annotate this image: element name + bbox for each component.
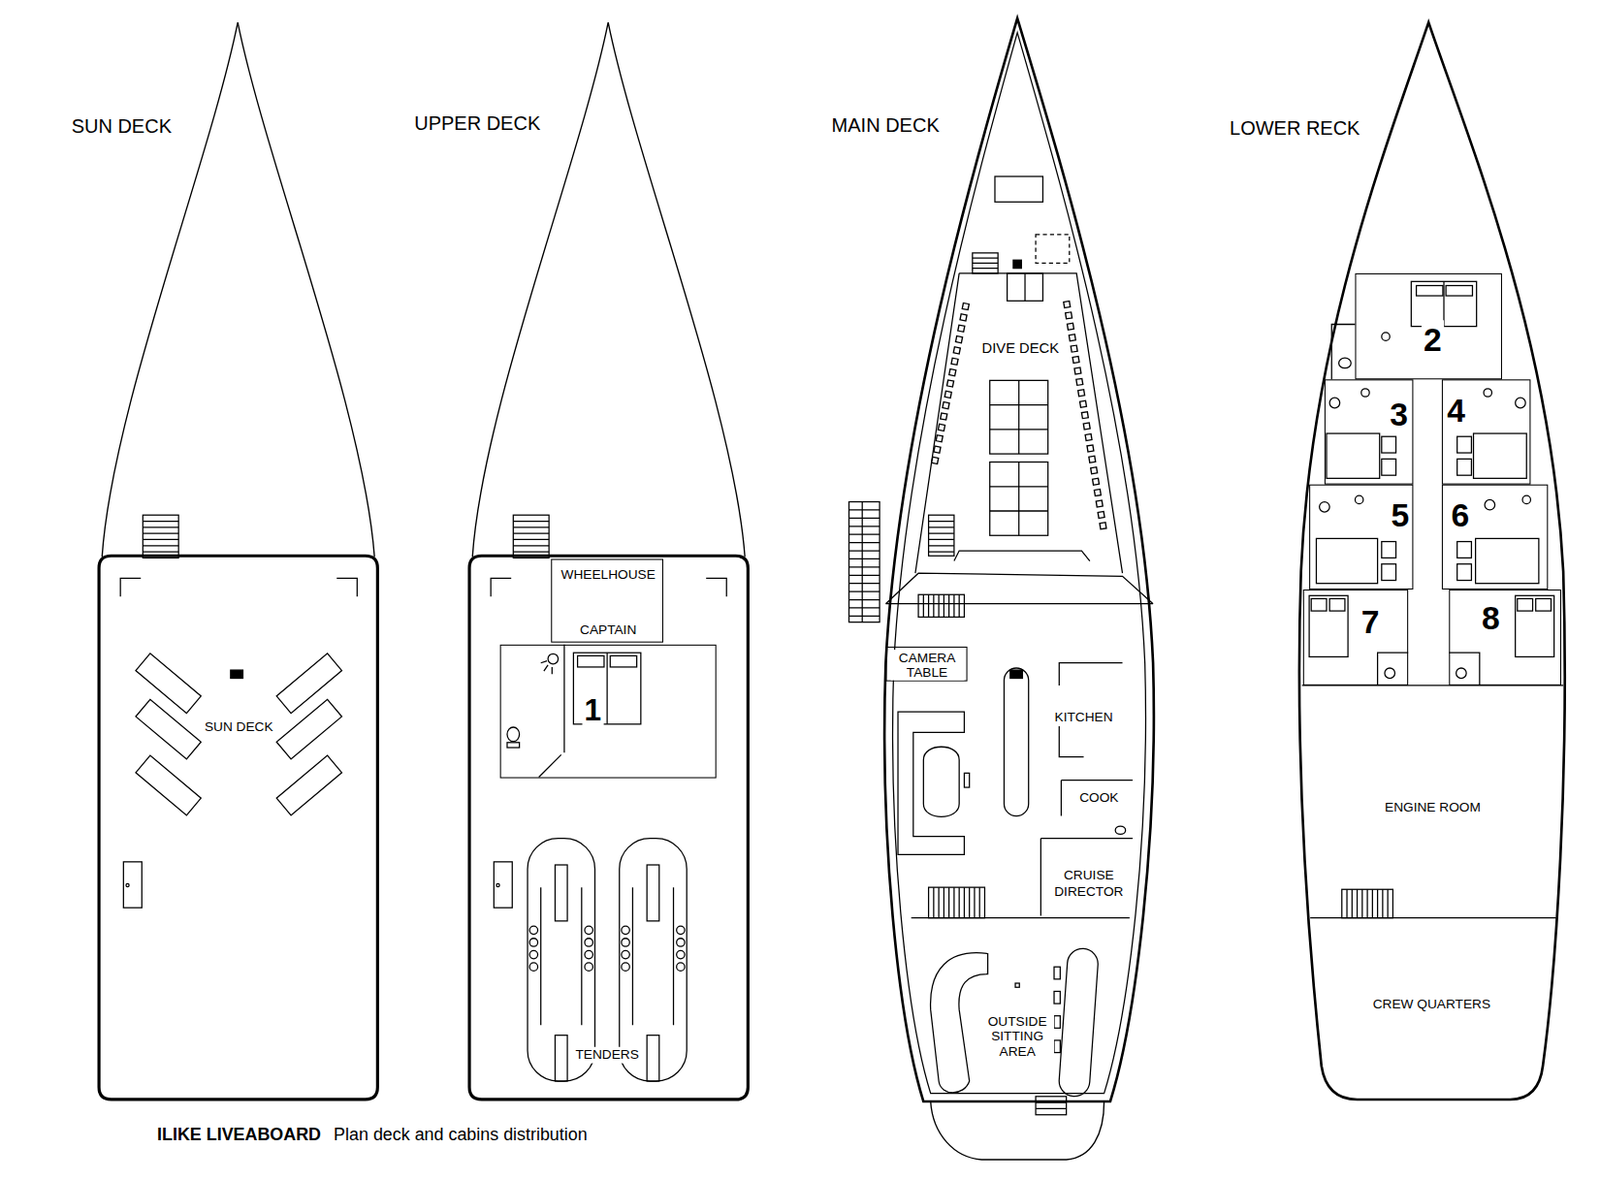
area-label: DIVE DECK [979, 339, 1061, 357]
hull-outline [1290, 18, 1571, 1105]
wheelhouse-box: WHEELHOUSE CAPTAIN [550, 558, 664, 642]
text-slot: CRUISE DIRECTOR [1045, 866, 1133, 900]
text-slot: 2 [1421, 320, 1444, 365]
text-slot: 7 [1359, 603, 1382, 648]
cabin-box: 7 [1303, 589, 1408, 686]
kitchen-area: KITCHEN [1058, 663, 1133, 781]
engine-room: ENGINE ROOM [1311, 685, 1557, 919]
deck-hull: SUN DECKSUN DECK [98, 22, 378, 1101]
text-slot: ENGINE ROOM [1382, 798, 1483, 816]
hull-line [469, 555, 748, 1100]
text-slot: 4 [1444, 391, 1468, 437]
hull-outline [877, 15, 1164, 1163]
text-slot: ILIKE LIVEABOARD [155, 1124, 323, 1146]
text-slot: COOK [1077, 789, 1121, 807]
dive-deck-area: DIVE DECK [915, 273, 1123, 574]
text-slot: CAPTAIN [577, 620, 639, 639]
hull-line [98, 555, 378, 1100]
deck-heading: LOWER RECK [1227, 116, 1363, 140]
text-slot: MAIN DECK [830, 113, 942, 138]
cabin-number: 1 [582, 692, 605, 730]
area-label: SUN DECK [202, 718, 276, 736]
hull-line [884, 18, 1154, 1102]
cook-room: COOK [1060, 780, 1133, 839]
area-label: OUTSIDE SITTING AREA [980, 1013, 1055, 1059]
text-slot: LOWER RECK [1227, 116, 1363, 141]
cabin-box: 3 [1324, 379, 1414, 484]
room-label: KITCHEN [1052, 709, 1115, 727]
cabin-box: 1 [500, 644, 717, 779]
cabin-box: 5 [1309, 484, 1413, 590]
hull-outline [469, 22, 748, 1101]
cabin-box: 6 [1441, 484, 1548, 590]
text-slot: KITCHEN [1052, 708, 1115, 727]
room-label: CAPTAIN [577, 621, 639, 639]
room-label: WHEELHOUSE [558, 566, 658, 583]
text-slot: WHEELHOUSE [558, 565, 658, 583]
cabin-number: 2 [1421, 320, 1444, 359]
cabin-number: 5 [1388, 495, 1411, 535]
cabin-number: 4 [1444, 391, 1468, 431]
cabin-number: 7 [1359, 603, 1382, 642]
room-label: ENGINE ROOM [1382, 799, 1483, 816]
cabin-number: 6 [1448, 495, 1472, 535]
deck-hull: LOWER RECK2345678ENGINE ROOMCREW QUARTER… [1290, 18, 1571, 1105]
hull-line [1299, 22, 1566, 1100]
text-slot: 5 [1388, 495, 1411, 541]
text-slot: CREW QUARTERS [1371, 994, 1494, 1013]
deck-heading: SUN DECK [69, 114, 175, 138]
deck-heading: UPPER DECK [412, 111, 543, 135]
sun-deck-area: SUN DECK [101, 558, 375, 1096]
camera-table-box: CAMERA TABLE [885, 646, 967, 682]
cabin-box: 8 [1448, 589, 1562, 686]
room-label: CRUISE DIRECTOR [1045, 866, 1133, 900]
text-slot: DIVE DECK [979, 338, 1061, 357]
text-slot: 3 [1387, 394, 1410, 440]
hull-line [893, 32, 1147, 1094]
room-label: CREW QUARTERS [1371, 995, 1494, 1013]
text-slot: 8 [1479, 598, 1503, 643]
text-slot: SUN DECK [69, 114, 175, 139]
cabin-box: 2 [1354, 273, 1503, 380]
cabin-number: 8 [1479, 598, 1503, 638]
cabin-box: 4 [1441, 379, 1532, 484]
room-label: CAMERA TABLE [890, 649, 964, 681]
room-label: COOK [1077, 790, 1121, 807]
text-slot: SUN DECK [202, 717, 276, 736]
text-slot: 1 [582, 692, 605, 735]
cruise-director-room: CRUISE DIRECTOR [1040, 838, 1133, 917]
hull-line [472, 22, 745, 557]
cabin-number: 3 [1387, 394, 1410, 434]
caption-subtitle: Plan deck and cabins distribution [331, 1124, 590, 1146]
tenders-label: TENDERS [573, 1047, 641, 1064]
outside-sitting-area: OUTSIDE SITTING AREA [923, 918, 1127, 1100]
hull-line [930, 1101, 1105, 1160]
deck-hull: MAIN DECKDIVE DECKCAMERA TABLEKITCHENCOO… [877, 15, 1164, 1163]
deck-hull: UPPER DECKWHEELHOUSECAPTAIN1 [469, 22, 748, 1101]
hull-outline [98, 22, 378, 1101]
deck-heading: MAIN DECK [830, 113, 942, 137]
caption-title: ILIKE LIVEABOARD [155, 1124, 323, 1146]
text-slot: CAMERA TABLE [890, 649, 964, 681]
crew-quarters: CREW QUARTERS [1318, 918, 1550, 1097]
hull-line [101, 22, 375, 557]
text-slot: UPPER DECK [412, 111, 543, 136]
text-slot: OUTSIDE SITTING AREA [980, 1013, 1055, 1059]
text-slot: Plan deck and cabins distribution [331, 1124, 590, 1146]
text-slot: TENDERS [573, 1046, 641, 1064]
text-slot: 6 [1448, 495, 1472, 541]
